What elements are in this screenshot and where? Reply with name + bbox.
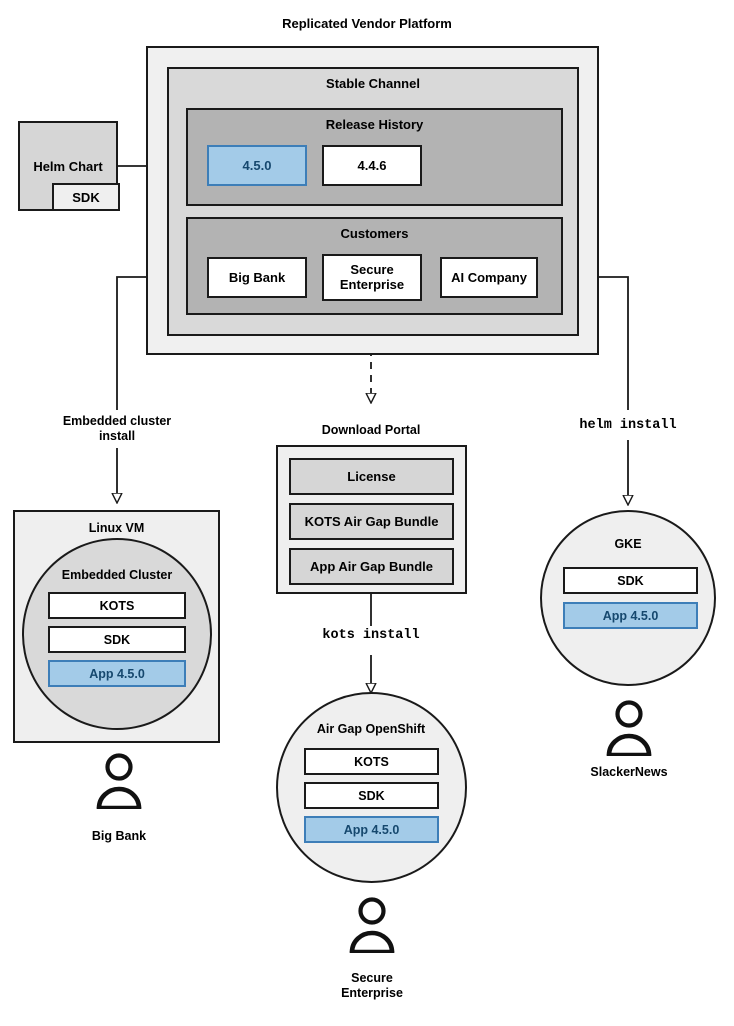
artifact-label: App Air Gap Bundle	[309, 559, 434, 574]
release-history-title: Release History	[325, 117, 424, 132]
customer-secure-enterprise[interactable]: Secure Enterprise	[322, 254, 422, 301]
user-label-secure-enterprise: Secure Enterprise	[341, 971, 403, 1000]
diagram-canvas: Replicated Vendor Platform Stable Channe…	[13, 16, 716, 1000]
edge-label-helm-install: helm install	[579, 418, 677, 433]
openshift-component-kots[interactable]: KOTS	[304, 748, 439, 775]
edge-label-kots-install: kots install	[322, 628, 420, 643]
user-icon-big-bank	[96, 753, 142, 809]
user-label-slackernews: SlackerNews	[590, 765, 668, 779]
user-icon-secure-enterprise	[349, 897, 395, 953]
release-4-5-0[interactable]: 4.5.0	[207, 145, 307, 186]
user-label-big-bank: Big Bank	[91, 829, 147, 843]
openshift-component-sdk[interactable]: SDK	[304, 782, 439, 809]
artifact-license[interactable]: License	[289, 458, 454, 495]
linuxvm-component-sdk[interactable]: SDK	[48, 626, 186, 653]
component-label: SDK	[103, 632, 131, 647]
gke-circle	[540, 510, 716, 686]
air-gap-openshift-title: Air Gap OpenShift	[316, 722, 426, 736]
release-version-label: 4.4.6	[357, 158, 387, 173]
component-label: SDK	[617, 573, 644, 588]
component-label: App 4.5.0	[343, 822, 400, 837]
customer-label: Secure Enterprise	[339, 261, 405, 292]
component-label: App 4.5.0	[89, 666, 145, 681]
stable-channel-title: Stable Channel	[326, 76, 420, 91]
component-label: SDK	[358, 788, 385, 803]
edge-label-embedded-install: Embedded cluster install	[62, 414, 172, 443]
customer-label: Big Bank	[228, 270, 286, 285]
component-label: App 4.5.0	[602, 608, 659, 623]
gke-component-sdk[interactable]: SDK	[563, 567, 698, 594]
gke-title: GKE	[614, 537, 642, 551]
artifact-label: License	[347, 469, 396, 484]
embedded-cluster-title: Embedded Cluster	[61, 568, 173, 582]
customer-ai-company[interactable]: AI Company	[440, 257, 538, 298]
download-portal-title: Download Portal	[321, 423, 421, 437]
release-4-4-6[interactable]: 4.4.6	[322, 145, 422, 186]
linuxvm-component-kots[interactable]: KOTS	[48, 592, 186, 619]
gke-component-app[interactable]: App 4.5.0	[563, 602, 698, 629]
linux-vm-title: Linux VM	[88, 521, 145, 535]
openshift-component-app[interactable]: App 4.5.0	[304, 816, 439, 843]
helm-chart-sdk-box[interactable]: SDK	[52, 183, 120, 211]
page-title: Replicated Vendor Platform	[282, 16, 452, 31]
customers-title: Customers	[340, 226, 409, 241]
artifact-label: KOTS Air Gap Bundle	[304, 514, 439, 529]
linuxvm-component-app[interactable]: App 4.5.0	[48, 660, 186, 687]
component-label: KOTS	[99, 598, 135, 613]
component-label: KOTS	[354, 754, 389, 769]
sdk-label: SDK	[72, 189, 100, 205]
artifact-kots-air-gap-bundle[interactable]: KOTS Air Gap Bundle	[289, 503, 454, 540]
customer-big-bank[interactable]: Big Bank	[207, 257, 307, 298]
helm-chart-label: Helm Chart	[33, 159, 103, 174]
release-version-label: 4.5.0	[242, 158, 272, 173]
artifact-app-air-gap-bundle[interactable]: App Air Gap Bundle	[289, 548, 454, 585]
customer-label: AI Company	[451, 270, 527, 285]
user-icon-slackernews	[606, 700, 652, 756]
